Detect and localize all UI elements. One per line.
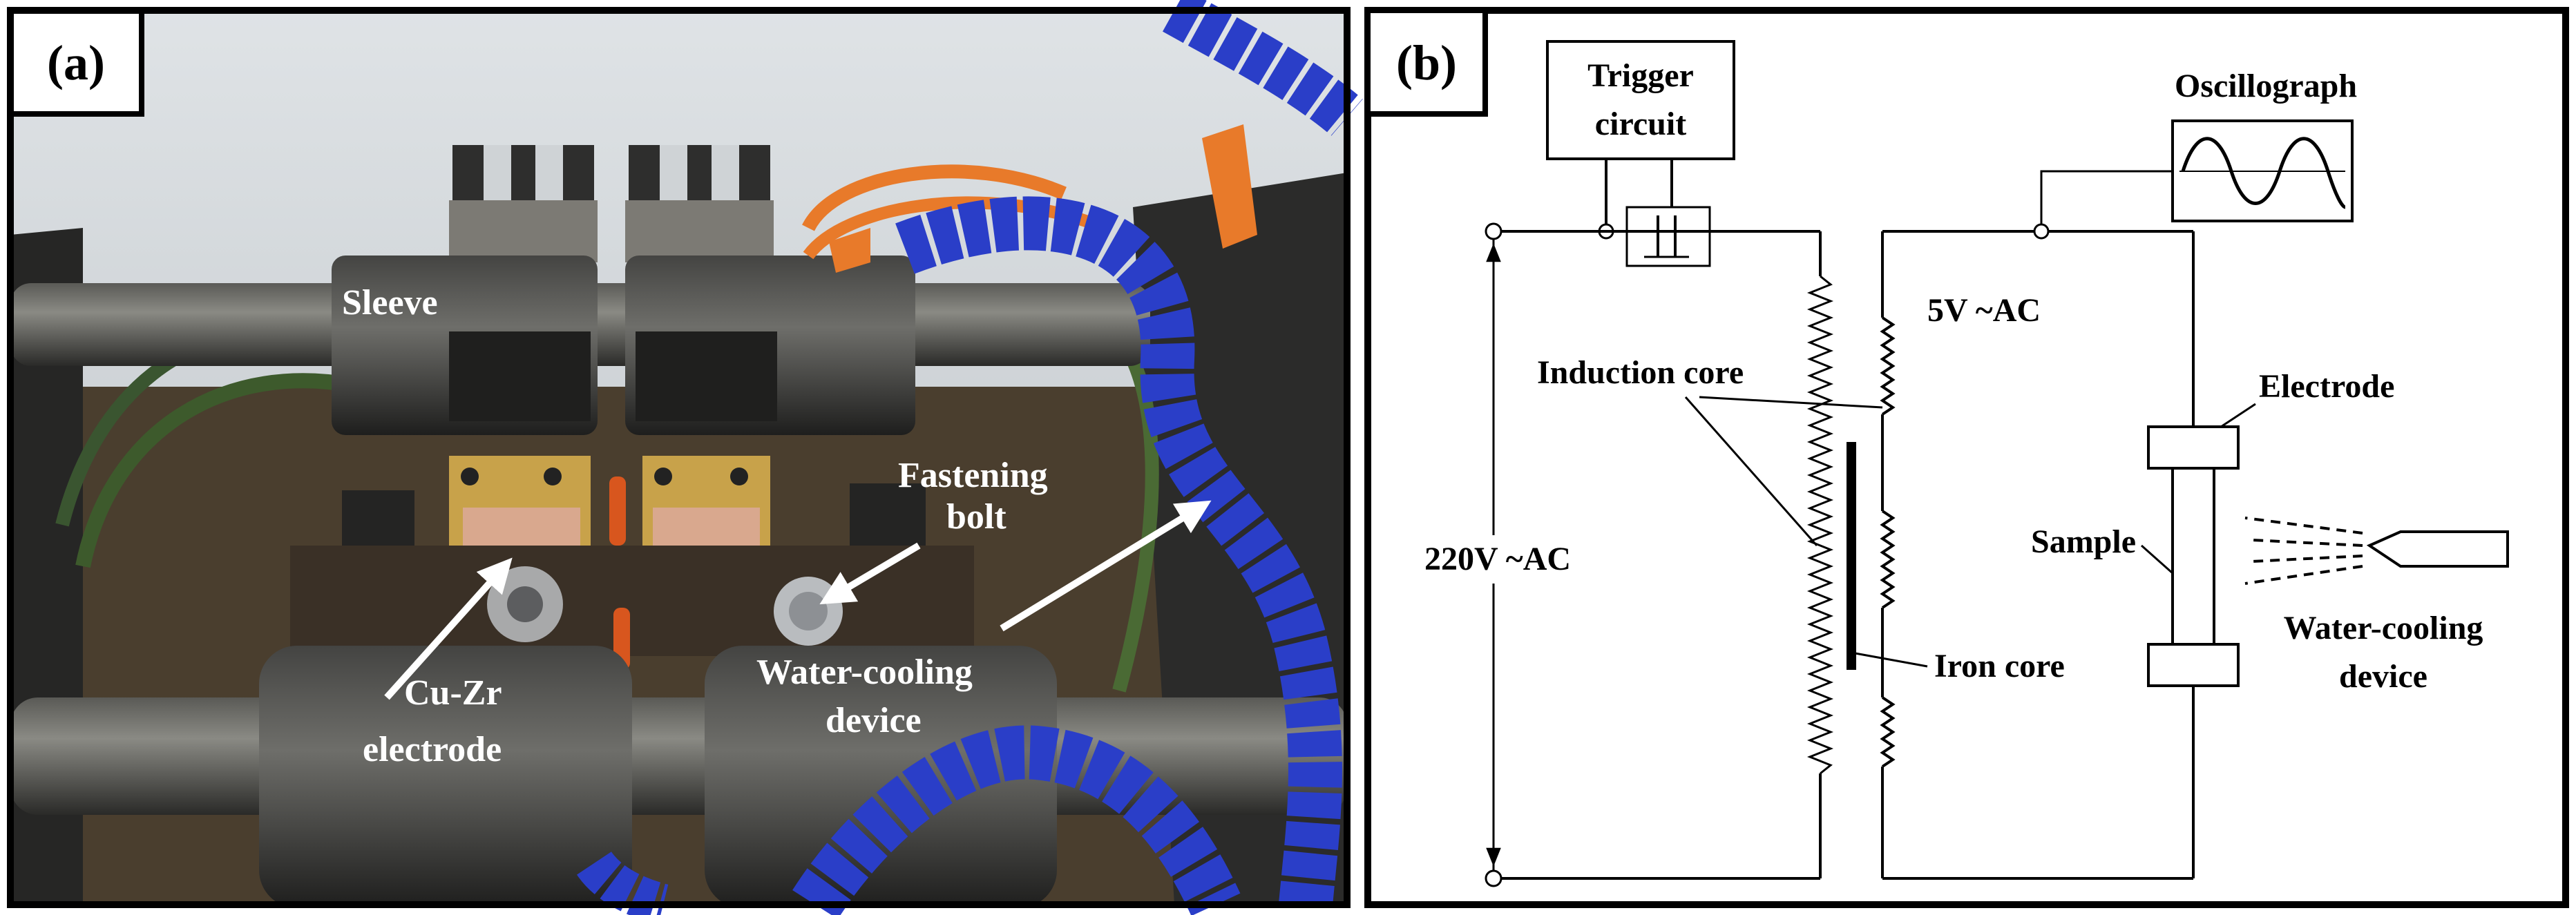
leader-electrode	[2220, 403, 2256, 428]
leader-induction-core	[1684, 396, 1818, 546]
spray-line	[2244, 517, 2363, 534]
panel-b-schematic: (b) Trigger circuit 220V ~AC	[1364, 7, 2569, 908]
bolt-head	[654, 468, 672, 485]
secondary-coil-mid	[1880, 510, 1896, 609]
leader-iron-core	[1851, 651, 1928, 668]
primary-coil	[1806, 275, 1834, 775]
electrode-bottom	[2147, 643, 2240, 687]
lower-sleeve-right	[705, 646, 1057, 908]
electrode-top	[2147, 425, 2240, 470]
oscillograph-lead	[2040, 170, 2173, 224]
node	[2033, 223, 2050, 240]
label-induction-core: Induction core	[1537, 354, 1744, 391]
leader-induction-core	[1699, 396, 1883, 409]
blue-hose	[895, 196, 1342, 907]
top-block-slot	[535, 145, 563, 207]
panel-b-tag-box	[1365, 8, 1488, 117]
top-clamp-plate	[625, 200, 774, 262]
spray-line	[2251, 539, 2363, 547]
label-sleeve: Sleeve	[342, 283, 438, 322]
panel-a-frame	[7, 7, 1351, 908]
water-nozzle	[2366, 530, 2509, 568]
orange-tube	[803, 196, 1108, 260]
label-trigger-line1: Trigger	[1587, 57, 1694, 94]
arrow-fastening-bolt	[819, 542, 921, 605]
green-cable	[75, 373, 361, 568]
label-220v: 220V ~AC	[1424, 541, 1571, 577]
bolt-head	[544, 468, 562, 485]
label-cuzr-line1: Cu-Zr	[404, 673, 502, 713]
terminal-bottom	[1485, 869, 1502, 887]
label-trigger-line2: circuit	[1595, 106, 1686, 142]
arrow-water-cooling	[1000, 500, 1212, 632]
clamp-jaw	[449, 331, 591, 421]
blue-hose	[792, 725, 1241, 915]
blue-hose	[1162, 0, 1363, 136]
top-clamp-plate	[449, 200, 598, 262]
trigger-circuit-box	[1546, 40, 1735, 160]
label-sample: Sample	[2031, 523, 2136, 560]
orange-wire	[609, 476, 626, 546]
leader-sample	[2141, 544, 2173, 575]
label-fastening-bolt-line2: bolt	[946, 497, 1006, 537]
oscillograph-waveform	[2181, 137, 2346, 209]
label-water-cooling-line2: device	[2339, 658, 2427, 695]
fastening-bolt-head	[789, 592, 828, 630]
top-block-slot	[660, 145, 687, 207]
orange-nozzle	[829, 228, 870, 273]
terminal-top	[1485, 222, 1502, 240]
label-fastening-bolt-line1: Fastening	[898, 456, 1048, 495]
orange-nozzle	[1202, 124, 1257, 249]
lower-frame	[290, 546, 974, 656]
clamp-jaw	[636, 331, 777, 421]
label-cuzr-line2: electrode	[363, 730, 502, 769]
bolt-head	[730, 468, 748, 485]
arrow-cuzr-electrode	[384, 557, 513, 700]
top-block-slot	[712, 145, 739, 207]
sample	[2171, 467, 2215, 646]
copper-sample-left	[463, 508, 580, 549]
secondary-coil-upper	[1880, 316, 1896, 416]
nut	[507, 586, 543, 622]
label-iron-core: Iron core	[1934, 648, 2065, 684]
panel-a-tag: (a)	[47, 35, 105, 90]
label-water-cooling-line2: device	[826, 701, 922, 740]
top-block-slot	[484, 145, 511, 207]
spray-line	[2251, 555, 2363, 563]
lower-sleeve-left	[259, 646, 632, 908]
panel-b-tag: (b)	[1396, 35, 1457, 90]
panel-a-photo: Sleeve Fastening bolt Cu-Zr electrode Wa…	[7, 0, 1363, 915]
label-water-cooling-line1: Water-cooling	[756, 653, 973, 692]
voltage-label-bg	[1402, 535, 1603, 584]
secondary-coil-lower	[1880, 696, 1896, 768]
orange-tube	[802, 164, 1067, 231]
label-5v: 5V ~AC	[1927, 292, 2041, 329]
label-water-cooling-line1: Water-cooling	[2284, 610, 2483, 646]
label-oscillograph: Oscillograph	[2175, 68, 2357, 104]
label-electrode: Electrode	[2259, 368, 2394, 405]
spray-line	[2244, 565, 2363, 585]
copper-sample-right	[653, 508, 760, 549]
bolt-head	[461, 468, 479, 485]
